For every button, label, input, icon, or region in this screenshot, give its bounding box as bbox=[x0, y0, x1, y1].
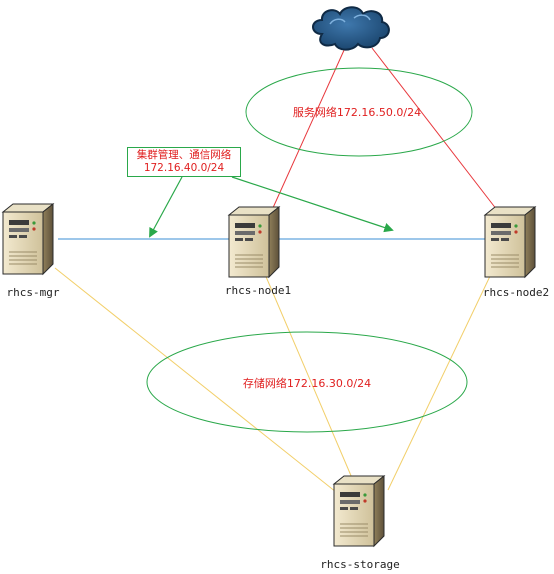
service-network-label: 服务网络172.16.50.0/24 bbox=[293, 105, 421, 119]
management-network-callout: 集群管理、通信网络 172.16.40.0/24 bbox=[127, 147, 241, 177]
service-network-ellipse bbox=[245, 67, 473, 157]
server-icon bbox=[484, 206, 536, 278]
server-icon bbox=[228, 206, 280, 278]
management-arrow-left bbox=[149, 176, 183, 238]
server-icon bbox=[333, 475, 385, 547]
storage-network-ellipse bbox=[146, 331, 468, 433]
cloud-icon bbox=[312, 6, 390, 51]
storage-network-label: 存储网络172.16.30.0/24 bbox=[243, 376, 371, 390]
node-label-node1: rhcs-node1 bbox=[225, 284, 291, 297]
service-link-node2 bbox=[371, 47, 498, 211]
node-label-storage: rhcs-storage bbox=[320, 558, 399, 571]
storage-link-mgr bbox=[54, 267, 337, 493]
management-network-subnet: 172.16.40.0/24 bbox=[143, 162, 225, 174]
service-link-node1 bbox=[271, 47, 346, 211]
management-network-label: 集群管理、通信网络 bbox=[136, 149, 232, 161]
management-arrow-right bbox=[231, 176, 394, 233]
storage-link-node2 bbox=[387, 271, 493, 491]
node-label-node2: rhcs-node2 bbox=[483, 286, 549, 299]
storage-link-node1 bbox=[263, 271, 353, 479]
server-icon bbox=[2, 203, 54, 275]
node-label-mgr: rhcs-mgr bbox=[7, 286, 60, 299]
